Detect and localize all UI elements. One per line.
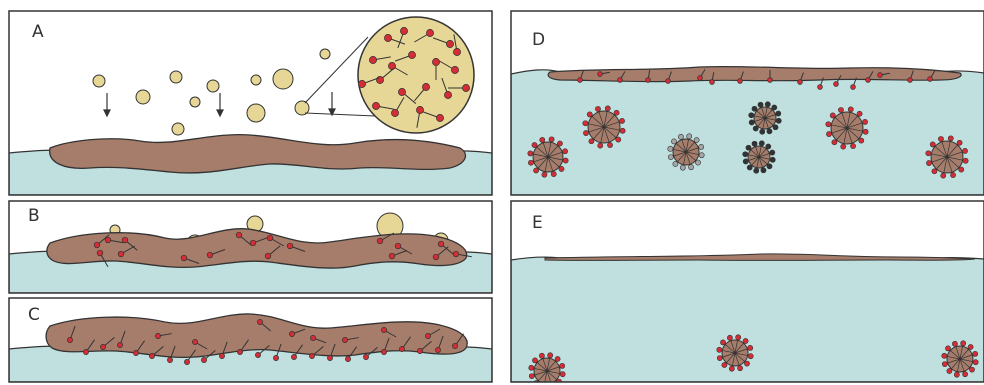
seawater bbox=[511, 70, 984, 195]
panel-c bbox=[9, 314, 492, 382]
thin-oil-film bbox=[548, 67, 961, 82]
micelle bbox=[717, 335, 754, 372]
dispersant-droplets bbox=[93, 49, 330, 135]
panel-d-label: D bbox=[532, 30, 545, 50]
micelle bbox=[583, 106, 625, 148]
micelle bbox=[743, 141, 776, 174]
micelle bbox=[942, 341, 979, 378]
micelle bbox=[668, 134, 705, 171]
residual-oil-sheen bbox=[545, 254, 975, 261]
micelle bbox=[749, 102, 782, 135]
panel-b bbox=[9, 213, 492, 293]
panel-b-label: B bbox=[28, 206, 40, 226]
micelle bbox=[826, 107, 868, 149]
micelle bbox=[528, 137, 568, 177]
panel-d bbox=[511, 67, 984, 195]
micelle bbox=[926, 136, 968, 178]
zoom-inset bbox=[358, 17, 474, 133]
panel-a-label: A bbox=[32, 22, 44, 42]
panel-e bbox=[511, 254, 984, 385]
panel-e-label: E bbox=[532, 213, 543, 233]
panel-c-label: C bbox=[28, 305, 40, 325]
panel-a bbox=[9, 17, 492, 195]
